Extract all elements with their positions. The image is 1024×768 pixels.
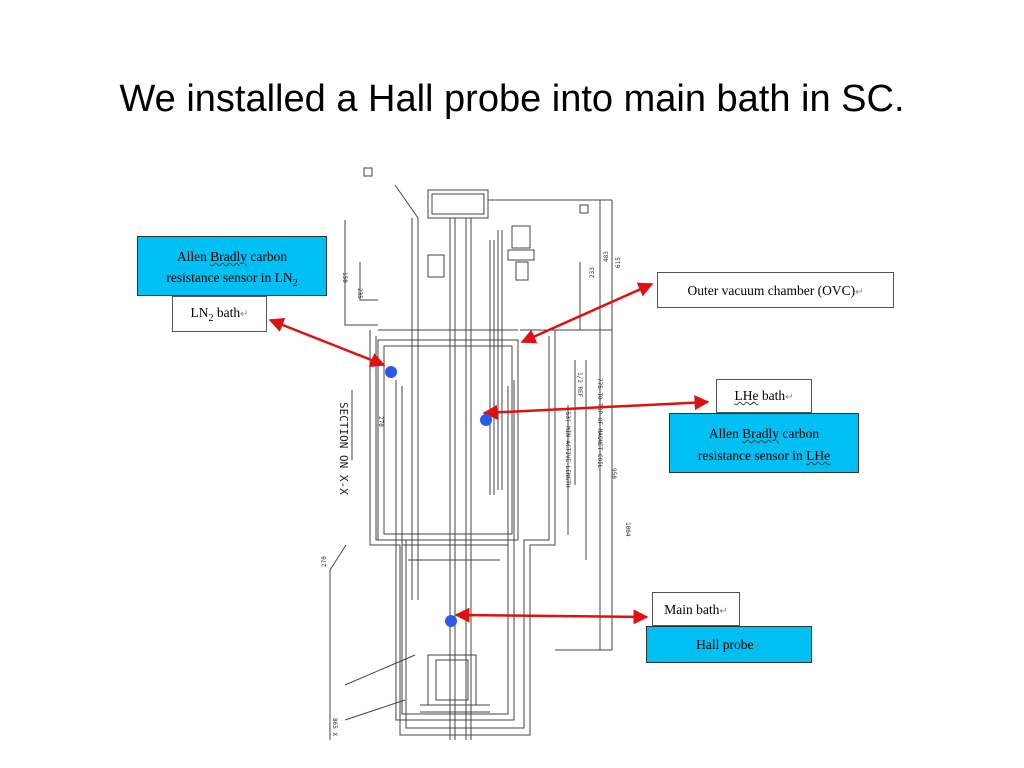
dim-label: 865 X [331,718,338,736]
ln2-sensor-brand: Bradly [210,249,247,264]
dim-label: 1/2 REF [576,372,583,398]
dim-label: 270 [377,416,384,427]
dim-label: 775 TO TOP OF MAGNET COIL [596,378,603,469]
ln2-bath-box: LN2 bath↵ [172,296,267,332]
dim-label: 950 [610,468,617,479]
return-mark: ↵ [785,392,794,403]
ln2-sensor-line1-pre: Allen [176,249,211,264]
dim-label: 615 [615,257,622,268]
ln2-sensor-box: Allen Bradly carbon resistance sensor in… [137,236,327,296]
return-mark: ↵ [753,641,762,652]
lhe-sensor-lhe: LHe [806,448,831,463]
main-bath-box: Main bath↵ [652,592,740,626]
drawing-lines [329,167,613,740]
dim-label: 270 [321,556,328,567]
arrow-lhe [482,395,710,420]
dim-label: 233 [589,267,596,278]
lhe-sensor-line2: resistance sensor in [697,448,807,463]
ln2-sensor-subscript: 2 [292,278,298,290]
lhe-bath-box: LHe bath↵ [716,379,812,413]
ovc-box: Outer vacuum chamber (OVC)↵ [657,272,894,308]
arrow-ovc [520,282,654,344]
arrow-ln2 [268,317,386,368]
ln2-sensor-line2: resistance sensor in LN [166,270,293,285]
return-mark: ↵ [240,309,249,320]
return-mark: ↵ [855,287,864,298]
hall-probe-label: Hall probe [696,637,754,652]
lhe-bath-pre: LHe [734,388,759,403]
ln2-bath-post: bath [213,305,241,320]
dim-label: (53) MIN ACTIVE LENGTH [564,408,571,488]
lhe-sensor-line1-post: carbon [779,426,820,441]
hall-probe-box: Hall probe↵ [646,626,812,663]
dim-label: 150 [341,272,348,283]
ln2-sensor-line1-post: carbon [247,249,288,264]
hall-probe-marker [445,615,457,627]
ln2-bath-subscript: 2 [208,313,214,325]
ln2-bath-pre: LN [190,305,209,320]
dim-label: 1004 [624,522,631,537]
section-label: SECTION ON X-X [337,402,350,495]
main-bath-label: Main bath [664,602,720,617]
callout-arrows [268,282,710,625]
ovc-label: Outer vacuum chamber (OVC) [687,283,856,298]
arrow-main-bath [454,607,649,625]
return-mark: ↵ [719,606,728,617]
lhe-sensor-box: Allen Bradly carbon resistance sensor in… [669,413,859,473]
lhe-bath-post: bath [758,388,786,403]
dim-label: 235 [356,288,363,299]
lhe-sensor-marker [480,414,492,426]
lhe-sensor-line1-pre: Allen [708,426,743,441]
lhe-sensor-brand: Bradly [742,426,779,441]
ln2-sensor-marker [385,366,397,378]
dim-label: 483 [603,251,610,262]
slide-title: We installed a Hall probe into main bath… [119,78,905,120]
